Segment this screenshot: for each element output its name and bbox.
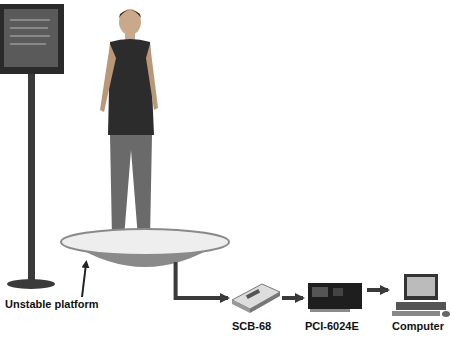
leader-arrow xyxy=(82,264,86,297)
monitor-pole xyxy=(28,74,35,282)
device-label: Computer xyxy=(392,320,444,333)
device-label: PCI-6024E xyxy=(305,320,359,333)
standing-person xyxy=(100,9,158,243)
device-node: SCB-68 xyxy=(228,280,282,334)
computer-icon xyxy=(392,274,450,317)
screen-pattern xyxy=(10,20,50,44)
device-node: PCI-6024E xyxy=(303,280,367,334)
device-node: Computer xyxy=(388,272,452,334)
signal-arrow xyxy=(367,288,388,292)
signal-arrow xyxy=(176,262,228,298)
node-label: Unstable platform xyxy=(5,298,99,311)
platform-node: Unstable platform xyxy=(60,228,230,262)
monitor-frame xyxy=(0,4,64,74)
device-label: SCB-68 xyxy=(232,320,271,333)
scb-68-device xyxy=(232,284,280,313)
signal-arrow xyxy=(282,296,303,300)
monitor-base xyxy=(7,279,55,289)
monitor-screen xyxy=(4,9,58,67)
platform-board xyxy=(61,229,229,255)
pci-6024e-card xyxy=(308,283,362,312)
